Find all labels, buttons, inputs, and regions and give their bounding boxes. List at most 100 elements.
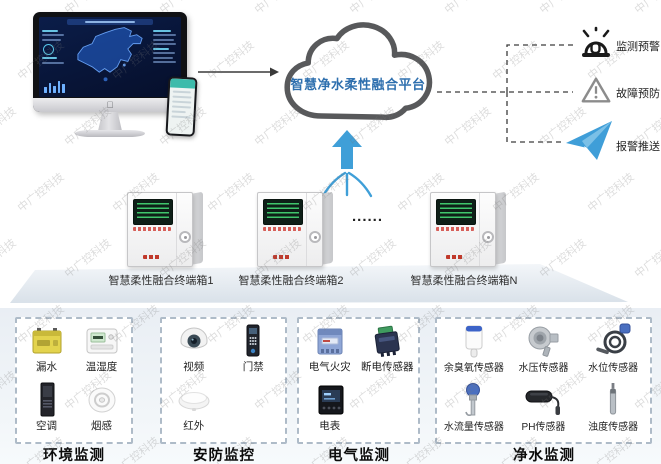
- phone-app-screen: [167, 78, 196, 135]
- sensor-label: 水压传感器: [518, 363, 569, 374]
- sensor-item: 空调: [19, 382, 74, 441]
- terminal-box-face: [430, 192, 496, 267]
- terminal-screen: [436, 199, 476, 225]
- sensor-label: 断电传感器: [361, 361, 414, 373]
- terminal-screen: [263, 199, 303, 225]
- watermark-text: 中广控科技: [347, 237, 399, 281]
- monitor-stand: [98, 112, 122, 131]
- terminal-screen: [133, 199, 173, 225]
- watermark-text: 中广控科技: [490, 39, 542, 83]
- alert-label-monitor-warning: 监测预警: [616, 41, 660, 53]
- dashboard-left-panel: [42, 27, 67, 66]
- dome-camera-icon: [180, 327, 208, 349]
- siren-icon: [582, 26, 610, 57]
- terminal-brand-logo: [273, 255, 291, 259]
- sensor-label: 门禁: [242, 361, 264, 373]
- electrical-fire-sensor-icon: [317, 328, 343, 355]
- watermark-text: 中广控科技: [0, 0, 19, 17]
- sensor-label: PH传感器: [521, 421, 566, 433]
- terminal-box-2: [257, 189, 337, 269]
- electric-meter-icon: [318, 385, 344, 414]
- category-title-water: 净水监测: [513, 448, 575, 464]
- cloud-platform-label: 智慧净水柔性融合平台: [290, 77, 426, 92]
- category-title-electrical: 电气监测: [328, 448, 390, 464]
- ph-sensor-icon: [525, 390, 561, 415]
- dashboard-screen: [39, 17, 181, 97]
- turbidity-sensor-icon: [610, 382, 617, 414]
- sensor-label: 红外: [183, 419, 205, 432]
- watermark-text: 中广控科技: [346, 0, 399, 17]
- watermark-text: 中广控科技: [442, 105, 494, 149]
- sensor-label: 漏水: [36, 361, 57, 373]
- water-leak-sensor-icon: [32, 328, 61, 354]
- sensor-item: 漏水: [19, 323, 74, 382]
- terminal-box-face: [127, 192, 193, 267]
- alert-label-fault-prevention: 故障预防: [616, 88, 660, 100]
- watermark-text: 中广控科技: [537, 237, 589, 281]
- sensor-label: 温湿度: [85, 361, 118, 373]
- watermark-text: 中广控科技: [251, 0, 304, 17]
- cloud-icon: [284, 22, 433, 121]
- phone-app-header: [169, 78, 196, 89]
- watermark-text: 中广控科技: [632, 237, 661, 281]
- terminal-brand-logo: [143, 255, 161, 259]
- terminal-red-label: [133, 227, 171, 231]
- sensor-label: 水流量传感器: [443, 421, 504, 433]
- sensor-item: 电气火灾: [301, 323, 359, 382]
- sensor-item: PH传感器: [509, 382, 579, 441]
- category-title-environment: 环境监测: [43, 448, 105, 464]
- watermark-text: 中广控科技: [15, 171, 67, 215]
- terminal-box-face: [257, 192, 323, 267]
- cloud-platform: 智慧净水柔性融合平台: [276, 22, 440, 126]
- watermark-text: 中广控科技: [536, 0, 589, 17]
- ozone-sensor-icon: [465, 325, 483, 358]
- sensor-label: 空调: [36, 419, 57, 432]
- terminal-lock-icon: [309, 231, 321, 243]
- panel-security-monitoring: 视频 门禁 红外: [160, 317, 287, 444]
- terminal-lock-icon: [179, 231, 191, 243]
- monitor-chin: : [33, 98, 187, 112]
- terminal-red-label: [436, 227, 474, 231]
- sensor-item: 浊度传感器: [578, 382, 648, 441]
- dashboard-titlebar: [67, 19, 153, 25]
- sensor-label: 电表: [319, 419, 341, 432]
- watermark-text: 中广控科技: [62, 237, 114, 281]
- dashboard-gauge: [43, 43, 54, 55]
- terminal-lock-icon: [482, 231, 494, 243]
- terminal-ellipsis: ......: [352, 208, 384, 225]
- power-failure-sensor-icon: [375, 325, 400, 357]
- panel-electrical-monitoring: 电气火灾 断电传感器 电表: [297, 317, 420, 444]
- watermark-text: 中广控科技: [631, 0, 661, 17]
- category-title-security: 安防监控: [193, 448, 255, 464]
- sensor-item: 水压传感器: [509, 323, 579, 382]
- sensor-label: 电气火灾: [308, 361, 351, 373]
- watermark-text: 中广控科技: [441, 0, 494, 17]
- alert-label-alarm-push: 报警推送: [616, 141, 660, 153]
- watermark-text: 中广控科技: [585, 171, 637, 215]
- air-conditioner-icon: [40, 382, 54, 416]
- watermark-text: 中广控科技: [205, 171, 257, 215]
- sensor-item: 视频: [164, 323, 224, 382]
- sensor-item: 烟感: [74, 382, 129, 441]
- panel-environment-monitoring: 漏水 温湿度 空调: [15, 317, 133, 444]
- access-control-icon: [246, 324, 260, 357]
- sensor-item: 水位传感器: [578, 323, 648, 382]
- sensor-label: 余臭氧传感器: [443, 363, 504, 374]
- terminal-box-1-label: 智慧柔性融合终端箱1: [108, 275, 214, 287]
- water-flow-sensor-icon: [465, 382, 480, 416]
- desktop-monitor: [33, 12, 187, 112]
- watermark-text: 中广控科技: [0, 105, 19, 149]
- warning-triangle-icon: [581, 77, 611, 103]
- monitor-base: [75, 130, 145, 137]
- apple-logo-icon: : [107, 100, 114, 110]
- terminal-brand-logo: [446, 255, 464, 259]
- terminal-box-1: [127, 189, 207, 269]
- terminal-box-2-label: 智慧柔性融合终端箱2: [238, 275, 344, 287]
- sensor-item: 温湿度: [74, 323, 129, 382]
- dashboard-bar-chart: [44, 81, 65, 93]
- infrared-sensor-icon: [178, 391, 210, 411]
- sensor-label: 水位传感器: [588, 363, 639, 374]
- dashboard-right-panel: [153, 27, 178, 66]
- sensor-item: 门禁: [224, 323, 284, 382]
